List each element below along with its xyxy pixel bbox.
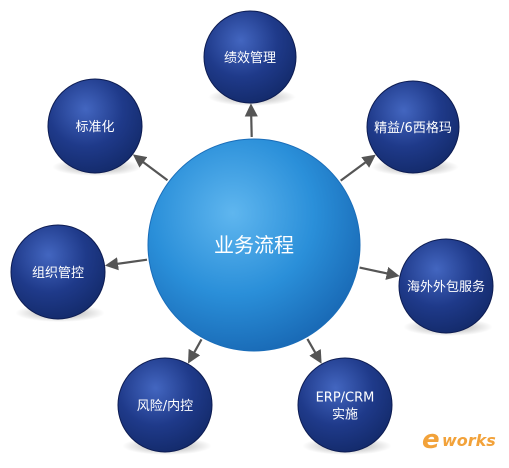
node-circle-standardization [47,78,143,174]
node-performance: 绩效管理 [203,10,297,104]
arrow-offshore [359,266,400,280]
node-circle-offshore [398,238,494,334]
node-circle-performance [203,10,297,104]
watermark-prefix: e [422,425,440,455]
node-label-performance-0: 绩效管理 [224,51,276,66]
node-risk: 风险/内控 [117,357,213,453]
node-label-org-0: 组织管控 [32,266,84,281]
arrow-standardization [132,154,169,182]
arrow-risk [188,338,203,364]
connector-arrows [104,103,400,364]
node-label-standardization-0: 标准化 [75,120,114,135]
center-node-circle [147,138,361,352]
arrow-erp-crm [306,338,322,364]
node-erp-crm: ERP/CRM 实施 [297,357,393,453]
watermark-logo: e works [422,425,496,455]
node-label-erp-crm-0: ERP/CRM [316,391,375,406]
node-circle-erp-crm [297,357,393,453]
watermark-suffix: works [442,431,496,450]
arrow-performance [244,103,258,138]
arrow-lean-six-sigma [340,154,376,182]
node-circle-org [10,224,106,320]
node-circle-lean-six-sigma [366,80,460,174]
node-lean-six-sigma: 精益/6西格玛 [366,80,460,174]
node-label-lean-six-sigma-0: 精益/6西格玛 [374,120,452,136]
arrow-org [104,257,148,271]
center-node: 业务流程 [146,138,362,352]
node-label-offshore-0: 海外外包服务 [407,279,485,295]
node-org: 组织管控 [10,224,106,320]
node-circle-risk [117,357,213,453]
node-label-erp-crm-1: 实施 [332,408,358,423]
node-label-risk-0: 风险/内控 [137,398,193,414]
center-node-label: 业务流程 [214,233,294,257]
node-offshore: 海外外包服务 [398,238,494,334]
node-standardization: 标准化 [47,78,143,174]
